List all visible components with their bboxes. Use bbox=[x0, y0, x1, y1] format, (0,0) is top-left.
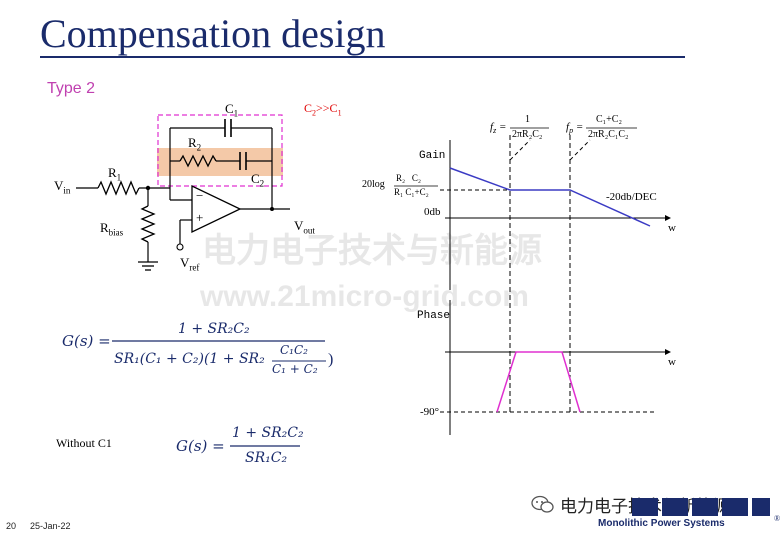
gain-level-prefix: 20log bbox=[362, 179, 385, 190]
rbias-resistor bbox=[140, 205, 156, 243]
title-rule bbox=[40, 56, 685, 58]
mps-logo bbox=[632, 498, 770, 516]
g-lhs: G(s) = bbox=[62, 332, 111, 350]
fz-formula-lhs: fz = bbox=[490, 121, 507, 136]
fp-formula-den: 2πR₂C₁C₂ bbox=[588, 129, 629, 140]
phase-w-label: w bbox=[668, 356, 676, 368]
vin-label: Vin bbox=[54, 178, 71, 196]
fp-formula-lhs: fp = bbox=[566, 121, 584, 136]
watermark-url: www.21micro-grid.com bbox=[200, 280, 529, 313]
g-inner-den: C₁ + C₂ bbox=[272, 362, 318, 376]
gain-level-den: R₁ C₁+C₂ bbox=[394, 187, 429, 197]
g2-denominator: SR₁C₂ bbox=[245, 450, 288, 466]
phase-curve bbox=[496, 351, 581, 413]
inverting-input-sign: − bbox=[196, 188, 204, 203]
noninverting-input-sign: + bbox=[196, 210, 204, 225]
r2-resistor bbox=[179, 154, 217, 168]
watermark-cn: 电力电子技术与新能源 bbox=[202, 232, 542, 270]
fp-formula-num: C₁+C₂ bbox=[596, 114, 622, 125]
fz-formula-num: 1 bbox=[525, 114, 530, 125]
wechat-icon bbox=[531, 495, 554, 513]
rbias-label: Rbias bbox=[100, 220, 124, 238]
page-number: 20 bbox=[6, 521, 17, 531]
feedback-network-box bbox=[157, 114, 283, 187]
r2-label: R2 bbox=[188, 135, 202, 153]
company-name: Monolithic Power Systems bbox=[598, 518, 725, 529]
gain-w-label: w bbox=[668, 222, 676, 234]
slide-date: 25-Jan-22 bbox=[30, 521, 71, 531]
vref-label: Vref bbox=[180, 255, 200, 273]
g-numerator: 1 + SR₂C₂ bbox=[178, 321, 250, 337]
r1-resistor bbox=[97, 180, 140, 196]
op-amp bbox=[191, 184, 242, 234]
phase-level-label: -90° bbox=[420, 406, 440, 418]
c1-label: C1 bbox=[225, 101, 239, 119]
capacitor-condition: C2>>C1 bbox=[304, 101, 342, 118]
gain-level-num: R₂ C₂ bbox=[396, 173, 422, 183]
r2-c2-highlight bbox=[157, 148, 283, 176]
without-c1-label: Without C1 bbox=[56, 436, 112, 450]
g-close-paren: ) bbox=[328, 351, 334, 368]
c2-label: C2 bbox=[251, 171, 265, 189]
page-title: Compensation design bbox=[40, 11, 386, 56]
g2-numerator: 1 + SR₂C₂ bbox=[232, 425, 304, 441]
registered-mark: ® bbox=[774, 514, 781, 523]
section-label: Type 2 bbox=[47, 80, 96, 97]
slope-label: -20db/DEC bbox=[606, 191, 657, 203]
vout-label: Vout bbox=[294, 218, 315, 236]
gain-curve bbox=[449, 167, 651, 227]
phase-axis-label: Phase bbox=[417, 310, 451, 322]
zero-db-label: 0db bbox=[424, 206, 441, 218]
g2-lhs: G(s) = bbox=[176, 437, 225, 455]
g-denominator: SR₁(C₁ + C₂)(1 + SR₂ bbox=[114, 351, 265, 367]
g-inner-num: C₁C₂ bbox=[280, 343, 308, 357]
fz-formula-den: 2πR₂C₂ bbox=[512, 129, 543, 140]
r1-label: R1 bbox=[108, 165, 122, 183]
gain-axis-label: Gain bbox=[419, 150, 446, 162]
